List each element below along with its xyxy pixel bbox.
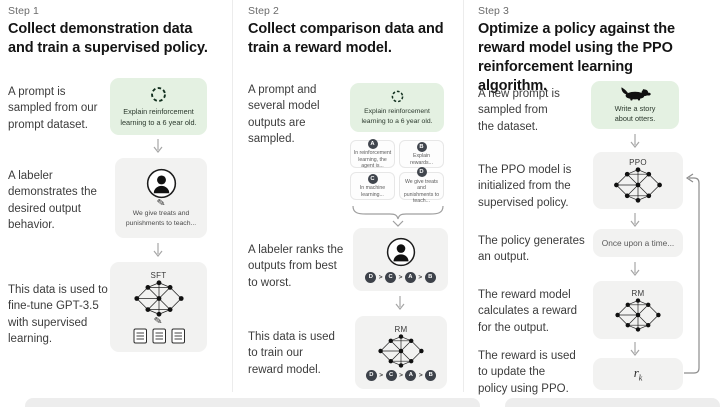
rank-separator: > (418, 371, 423, 379)
reward-symbol: rk (633, 365, 643, 383)
output-b-text: Explain rewards... (410, 153, 433, 166)
arrow-down-icon (153, 139, 163, 153)
step3-prompt-box: Write a story about otters. (591, 81, 679, 129)
rm-label: RM (394, 324, 408, 334)
arrow-down-icon (630, 134, 640, 148)
neural-network-icon (133, 279, 184, 317)
step2-prompt-box: Explain reinforcement learning to a 6 ye… (350, 83, 444, 132)
step2-caption-rank: A labeler ranks the outputs from best to… (248, 244, 344, 289)
letter-d-badge: D (416, 167, 427, 178)
step1-labeler-note: We give treats and punishments to teach.… (125, 209, 197, 227)
rank-circle: A (404, 271, 416, 283)
column-divider (463, 0, 464, 392)
rank-separator: > (399, 371, 403, 379)
arrow-down-icon (630, 342, 640, 356)
step3-caption-ppo: The PPO model is initialized from the su… (478, 164, 572, 209)
step1-prompt-box: Explain reinforcement learning to a 6 ye… (110, 78, 207, 135)
rank-circle: B (425, 369, 437, 381)
ppo-label: PPO (629, 158, 647, 167)
ranking-row: D > C > A > B (365, 271, 436, 283)
step1-heading: Collect demonstration data and train a s… (8, 21, 208, 57)
step2-label: Step 2 (248, 5, 279, 17)
step3-ppo-box: PPO (593, 152, 683, 209)
neural-network-icon (378, 333, 424, 368)
step2-outputs-grid: A In reinforcement learning, the agent i… (350, 138, 444, 204)
person-icon (386, 237, 415, 266)
step1-labeler-box: ✎ We give treats and punishments to teac… (115, 158, 207, 238)
step2-caption-prompt: A prompt and several model outputs are s… (248, 84, 320, 145)
next-section-edge (25, 398, 480, 407)
step1-label: Step 1 (8, 5, 39, 17)
rank-circle: B (424, 271, 436, 283)
step2-prompt-text: Explain reinforcement learning to a 6 ye… (361, 107, 433, 125)
step3-caption-output: The policy generates an output. (478, 235, 585, 264)
step3-rm-box: RM (593, 281, 683, 339)
documents-icon (133, 328, 185, 343)
output-a: A In reinforcement learning, the agent i… (350, 138, 395, 169)
step3-output-text: Once upon a time... (601, 238, 675, 248)
rank-circle: D (365, 369, 377, 381)
letter-b-badge: B (416, 141, 427, 152)
arrow-down-icon (395, 296, 405, 310)
letter-c-badge: C (367, 173, 378, 184)
step1-caption-sft: This data is used to fine-tune GPT-3.5 w… (8, 284, 108, 345)
step2-rm-box: RM D > C > A > B (355, 316, 447, 389)
output-c: C In machine learning... (350, 172, 395, 200)
output-a-text: In reinforcement learning, the agent is.… (353, 150, 392, 169)
step3-caption-rm: The reward model calculates a reward for… (478, 289, 578, 334)
brace-arrow-icon (352, 205, 444, 227)
pencil-icon: ✎ (156, 197, 166, 210)
cycle-icon (391, 90, 403, 103)
output-b: B Explain rewards... (399, 140, 444, 168)
rank-circle: D (365, 271, 377, 283)
cycle-icon (151, 87, 166, 103)
step2-heading: Collect comparison data and train a rewa… (248, 21, 444, 57)
letter-a-badge: A (367, 138, 378, 149)
step2-labeler-box: D > C > A > B (353, 228, 448, 291)
step3-caption-prompt: A new prompt is sampled from the dataset… (478, 88, 560, 133)
step2-caption-rm: This data is used to train our reward mo… (248, 331, 335, 376)
rank-separator: > (378, 273, 383, 281)
arrow-down-icon (153, 243, 163, 257)
output-d: D We give treats and punishments to teac… (399, 167, 444, 204)
rank-circle: C (385, 369, 397, 381)
step3-heading: Optimize a policy against the reward mod… (478, 21, 675, 95)
ranking-row: D > C > A > B (365, 369, 437, 381)
step3-caption-reward: The reward is used to update the policy … (478, 350, 576, 395)
column-divider (232, 0, 233, 392)
output-d-text: We give treats and punishments to teach.… (403, 178, 440, 205)
step1-caption-prompt: A prompt is sampled from our prompt data… (8, 86, 98, 131)
rank-circle: C (385, 271, 397, 283)
step1-sft-box: SFT ✎ (110, 262, 207, 352)
rank-separator: > (379, 371, 384, 379)
pencil-icon: ✎ (153, 314, 164, 328)
otter-icon (621, 87, 651, 101)
arrow-down-icon (630, 262, 640, 276)
rank-circle: A (405, 369, 417, 381)
output-c-text: In machine learning... (359, 185, 386, 198)
neural-network-icon (614, 167, 662, 203)
rank-separator: > (418, 273, 423, 281)
sft-label: SFT (150, 270, 167, 280)
step3-prompt-text: Write a story about otters. (614, 103, 656, 123)
step3-reward-box: rk (593, 358, 683, 390)
rm-label: RM (631, 288, 645, 298)
next-section-edge (505, 398, 720, 407)
loop-arrow-icon (684, 173, 700, 374)
person-icon (146, 168, 176, 199)
step3-output-box: Once upon a time... (593, 229, 683, 257)
step1-caption-labeler: A labeler demonstrates the desired outpu… (8, 170, 97, 231)
step3-label: Step 3 (478, 5, 509, 17)
step1-prompt-text: Explain reinforcement learning to a 6 ye… (120, 107, 197, 127)
arrow-down-icon (630, 213, 640, 227)
rank-separator: > (398, 273, 403, 281)
neural-network-icon (615, 297, 661, 332)
